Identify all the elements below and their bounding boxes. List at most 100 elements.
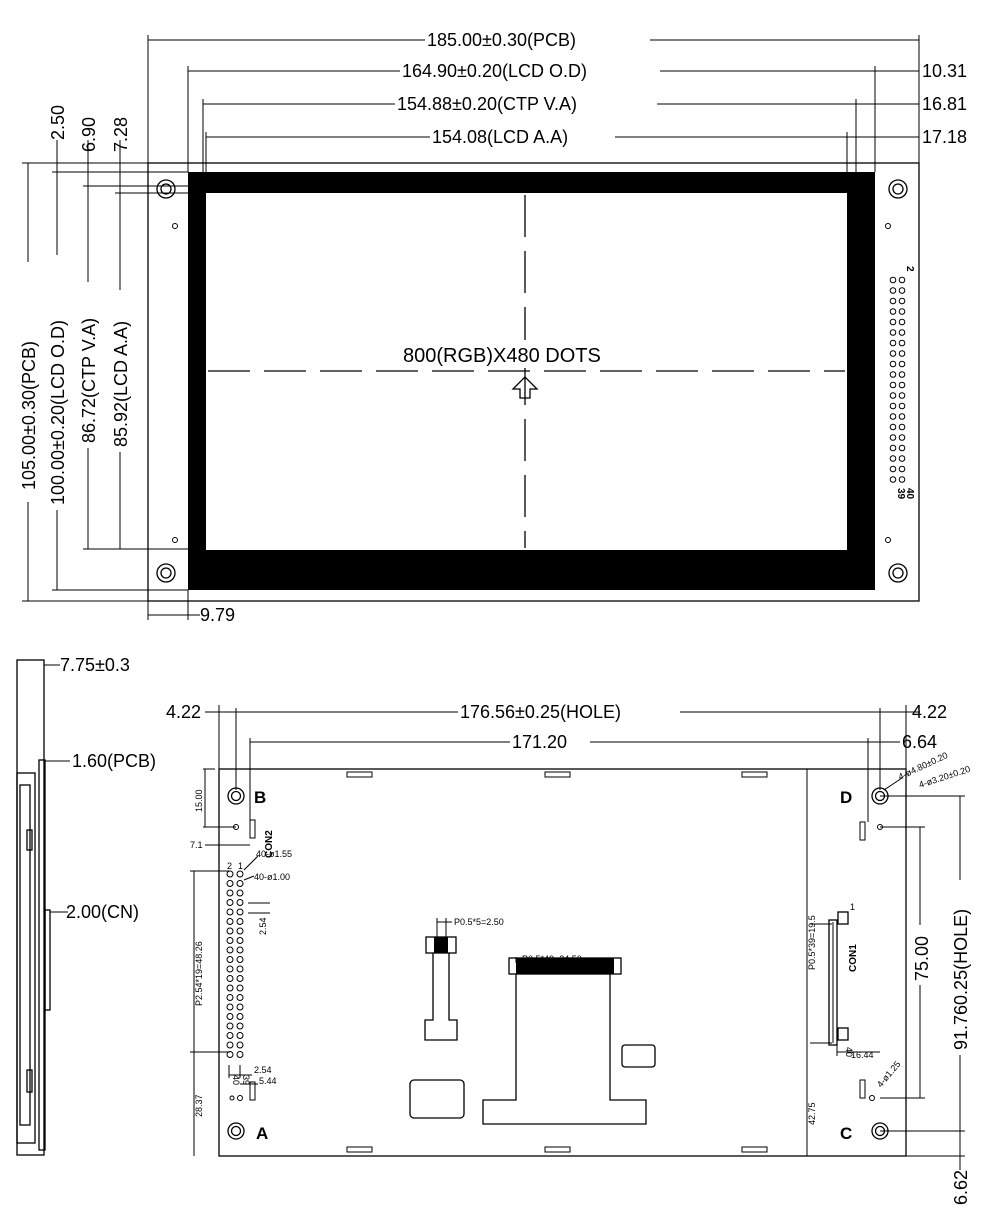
small-hole [885, 537, 891, 543]
con2-pin [236, 870, 244, 878]
header-pin [889, 413, 897, 420]
con2-pin [226, 918, 234, 925]
dim-9-79: 9.79 [200, 605, 235, 625]
dim-p05-49: P0.5*49=24.50 [522, 954, 582, 964]
con2-pin [226, 975, 234, 982]
header-pin [889, 350, 897, 357]
resolution-label: 800(RGB)X480 DOTS [403, 345, 601, 367]
header-pin [898, 308, 906, 315]
corner-label-a: A [256, 1124, 268, 1143]
con2-pin [226, 1003, 234, 1011]
dim-6-90: 6.90 [79, 117, 99, 152]
con2-pin [226, 908, 234, 916]
header-pin [898, 329, 906, 336]
dim-p05-5: P0.5*5=2.50 [454, 917, 504, 927]
dim-hole-1-25: 4-ø1.25 [875, 1059, 903, 1089]
pin-header [889, 276, 906, 483]
header-pin [898, 360, 906, 368]
mount-hole-tl [156, 179, 176, 199]
dim-5-44: 5.44 [259, 1076, 277, 1086]
con2-pin [226, 965, 234, 973]
header-pin [898, 371, 906, 378]
con1-connector [828, 919, 838, 1046]
header-pin [889, 402, 897, 410]
con2-pin [236, 946, 244, 954]
header-pin [898, 276, 906, 284]
header-pin [889, 371, 897, 378]
header-pin [898, 381, 906, 389]
dim-6-62: 6.62 [951, 1170, 971, 1205]
header-pin [889, 360, 897, 368]
dim-p254: P2.54*19=48.26 [194, 941, 204, 1006]
dim-15: 15.00 [194, 789, 204, 812]
con2-pin [236, 1022, 244, 1030]
con2-pin [236, 927, 244, 935]
header-pin [898, 287, 906, 294]
con2-pin-2: 2 [227, 861, 232, 871]
dim-17-18: 17.18 [922, 127, 967, 147]
con2-pin [236, 1051, 244, 1058]
dim-2-50: 2.50 [48, 105, 68, 140]
dim-ctp-va-width: 154.88±0.20(CTP V.A) [397, 94, 577, 114]
con2-pin [236, 994, 244, 1001]
con1-pin-1: 1 [850, 902, 855, 912]
con2-pin [226, 1032, 234, 1039]
dim-pitch-2-54: 2.54 [258, 917, 268, 935]
header-pin [889, 297, 897, 305]
con2-pin [226, 937, 234, 944]
con2-pin [226, 899, 234, 906]
dim-hole-height: 91.760.25(HOLE) [951, 909, 971, 1050]
con2-pin [236, 937, 244, 944]
header-pin [898, 455, 906, 462]
con2-pin [236, 956, 244, 963]
header-pin [898, 434, 906, 441]
con2-pin [236, 899, 244, 906]
dim-lcd-od-height: 100.00±0.20(LCD O.D) [48, 320, 68, 505]
con2-pin [226, 880, 234, 887]
dim-p05-39: P0.5*39=19.5 [807, 915, 817, 970]
con2-pin [226, 1022, 234, 1030]
dim-42-75: 42.75 [807, 1102, 817, 1125]
corner-label-b: B [254, 788, 266, 807]
dim-171-20: 171.20 [512, 732, 567, 752]
con2-pin [226, 984, 234, 992]
con2-pin-39: 39 [241, 1075, 251, 1085]
con2-label: CON2 [264, 830, 275, 858]
con1-label: CON1 [848, 944, 859, 972]
hole-a [227, 1122, 245, 1140]
header-pin [889, 339, 897, 347]
con2-pin [236, 1032, 244, 1039]
center-arrow-icon [511, 376, 539, 399]
con2-pin [236, 1003, 244, 1011]
header-pin [889, 423, 897, 431]
header-pin [898, 476, 906, 483]
header-pin [889, 434, 897, 441]
dim-ctp-va-height: 86.72(CTP V.A) [79, 318, 99, 443]
dim-16-44: 16.44 [851, 1050, 874, 1060]
small-hole [885, 223, 891, 229]
dim-lcd-aa-height: 85.92(LCD A.A) [111, 321, 131, 447]
header-pin [898, 465, 906, 473]
header-pin [889, 381, 897, 389]
mount-hole-tr [888, 179, 908, 199]
pcb-outline [147, 162, 920, 602]
top-view: 800(RGB)X480 DOTS 2 40 39 185.00±0.30(PC… [17, 28, 967, 625]
dim-pin-diam2: 40-ø1.00 [254, 872, 290, 882]
corner-label-d: D [840, 788, 852, 807]
header-pin [898, 423, 906, 431]
header-pin [898, 444, 906, 452]
header-pin [889, 287, 897, 294]
header-pin [889, 476, 897, 483]
mount-hole-br [888, 563, 908, 583]
chip [409, 1079, 465, 1119]
dim-7-28: 7.28 [111, 117, 131, 152]
dim-pin-diam1: 40-ø1.55 [256, 849, 292, 859]
dim-lcd-aa-width: 154.08(LCD A.A) [432, 127, 568, 147]
con2-pin-1: 1 [238, 861, 243, 871]
side-view: 7.75±0.3 1.60(PCB) 2.00(CN) [16, 655, 156, 1156]
con2-pin [236, 889, 244, 897]
bottom-view: B A D C CON2 2 1 40 39 CON1 1 40 [166, 701, 971, 1205]
con2-pin-40: 40 [231, 1075, 241, 1085]
dim-pcb-height: 105.00±0.30(PCB) [19, 341, 39, 490]
